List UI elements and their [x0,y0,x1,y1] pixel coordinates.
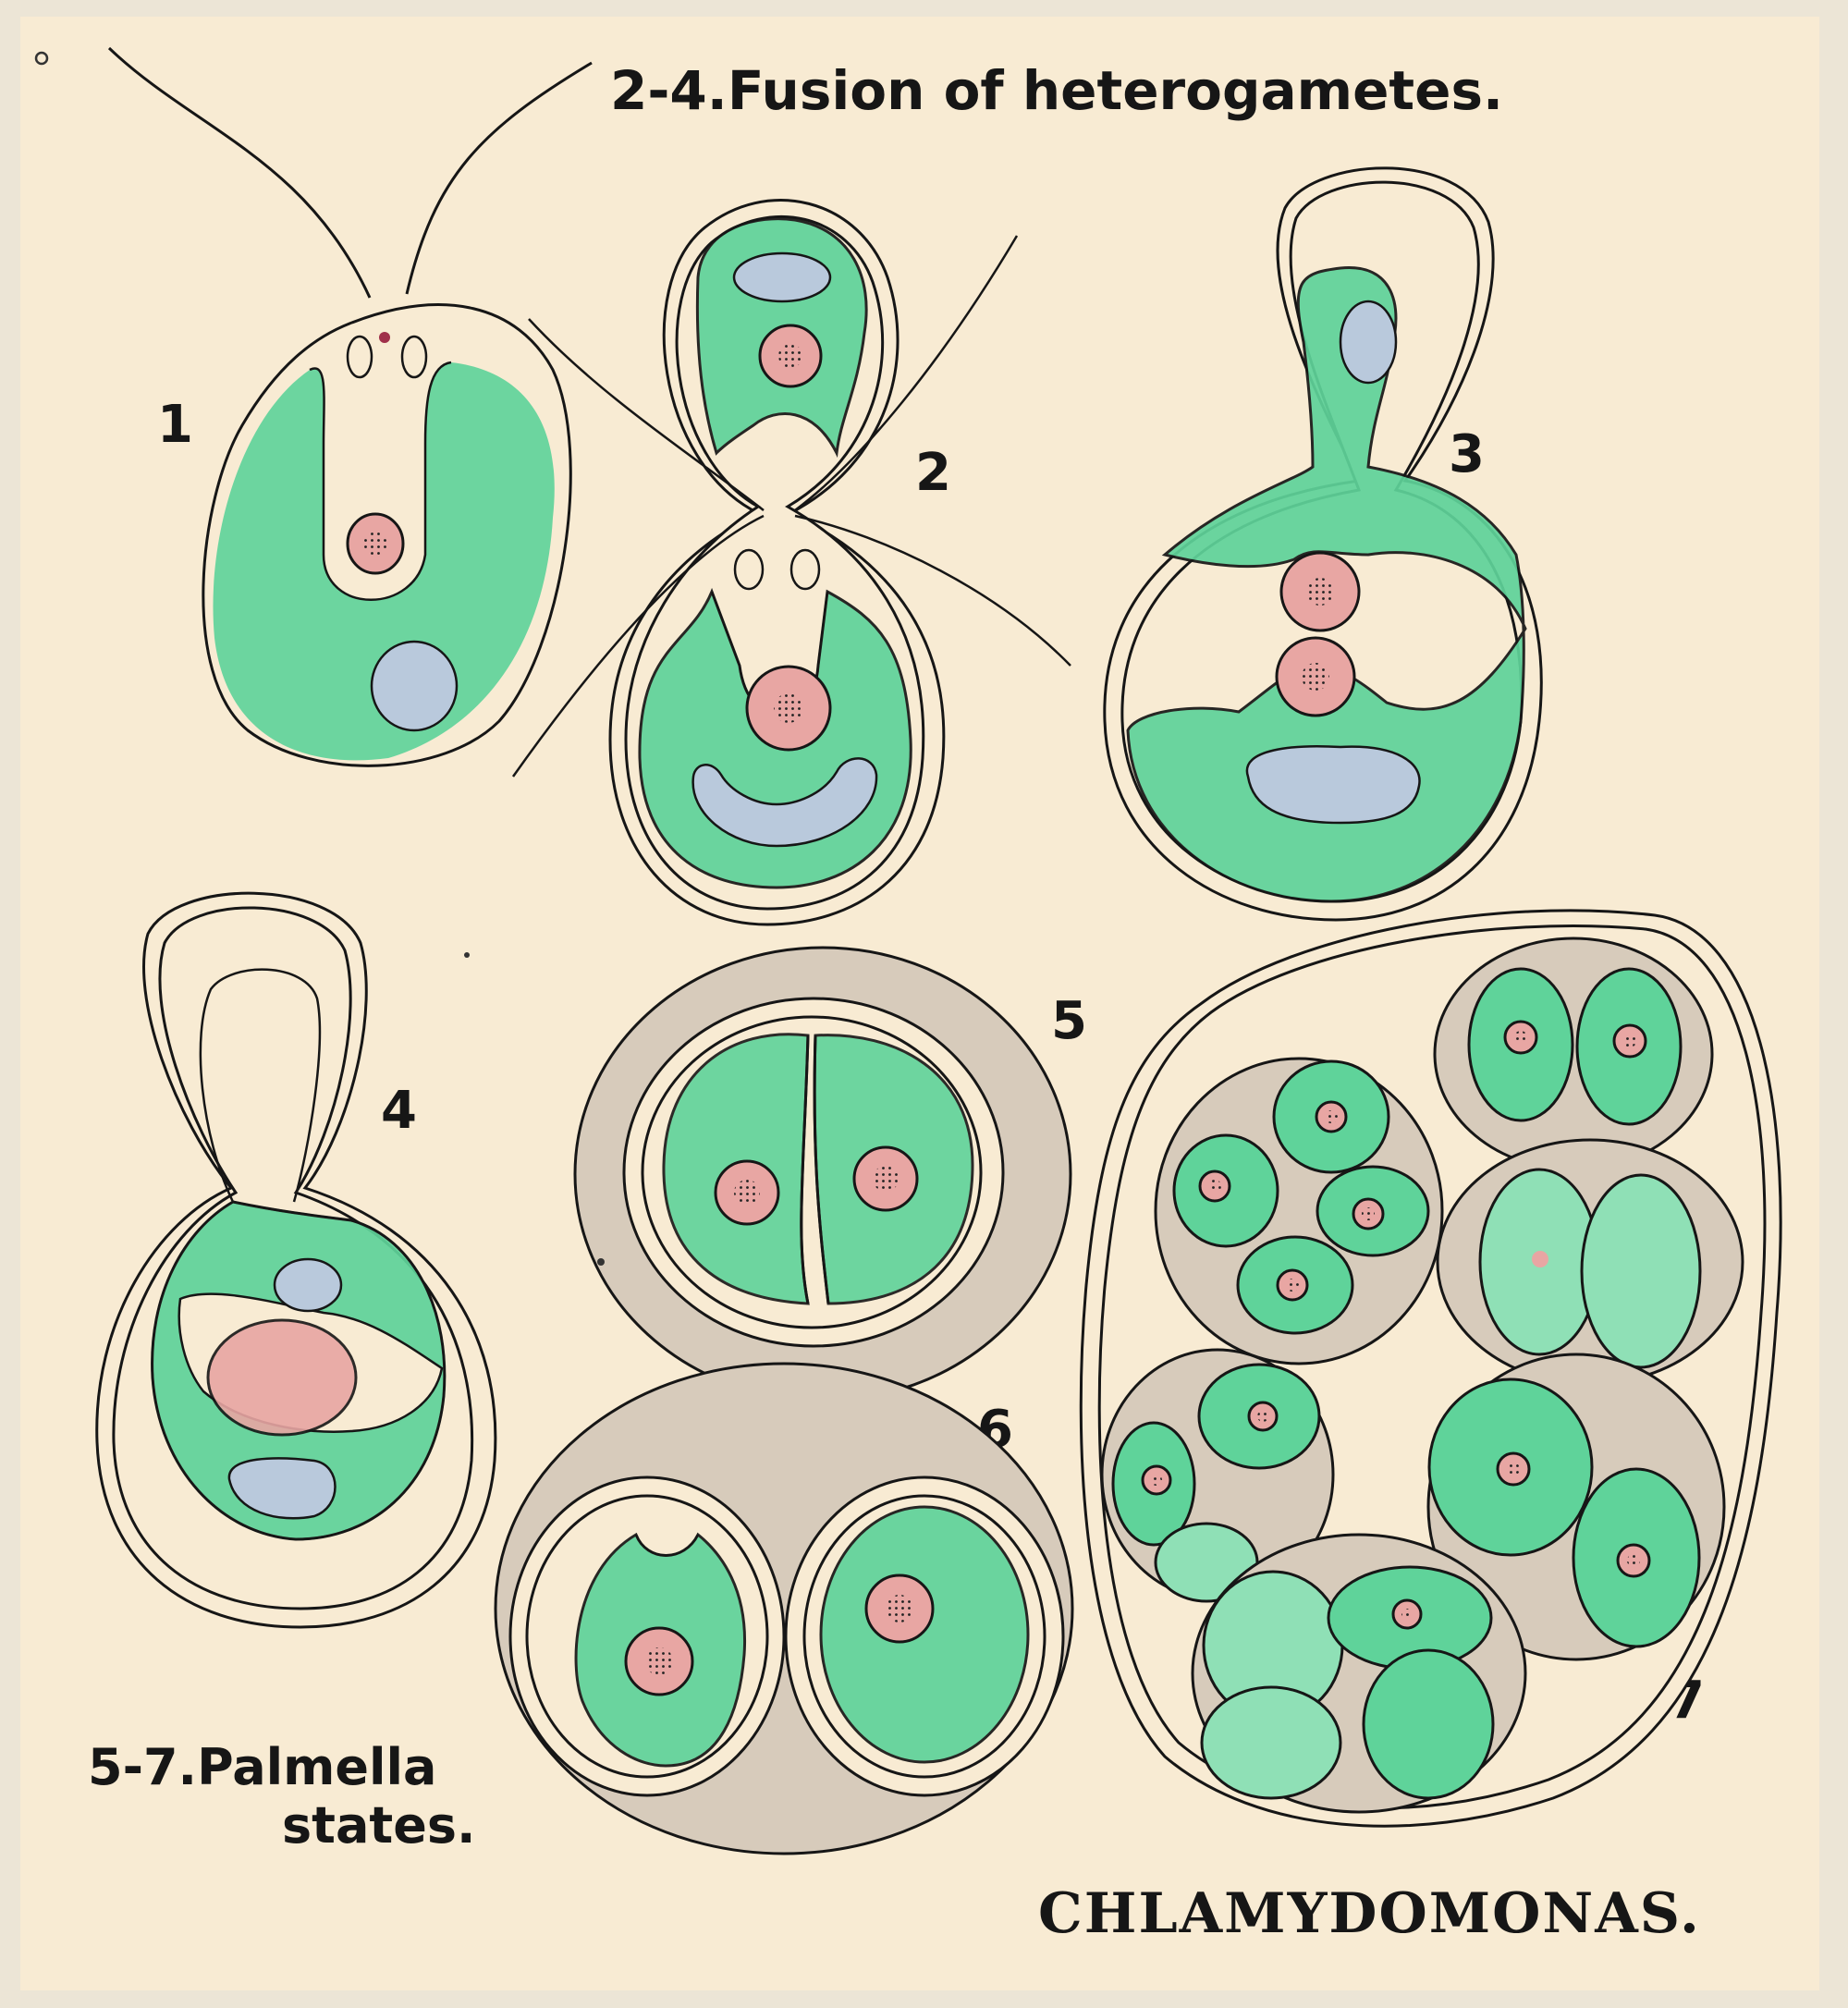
figure-7-subgroup-top-pair [1433,937,1714,1171]
figure-6-palmella [494,1362,1074,1855]
figure-4-zygote [95,891,497,1629]
figure-2-cup-pyrenoid [691,757,878,848]
figure-6-cell-right [819,1505,1030,1764]
figure-label-2: 2 [915,443,951,503]
ink-speck [597,1258,605,1266]
figure-7-subgroup-lower-right-pair [1426,1353,1726,1661]
figure-1-chloroplast [213,362,555,761]
ink-speck [34,51,49,66]
figure-7-subgroup-left-pair [1100,1348,1335,1603]
figure-1-eyespot [379,332,390,343]
figure-7-subgroup-four [1154,1057,1444,1365]
figure-label-3: 3 [1449,424,1485,484]
figure-7-palmella-colony [1079,909,1782,1828]
figure-label-1: 1 [157,395,193,455]
figure-7-subgroup-middle-pair [1436,1138,1744,1386]
figure-label-5: 5 [1051,991,1087,1051]
figure-2-fusing-gametes [511,199,1071,926]
diagram-title: CHLAMYDOMONAS. [1038,1881,1701,1946]
figure-1-cell [107,46,593,767]
heading-fusion: 2-4.Fusion of heterogametes. [610,59,1503,122]
figure-5-palmella [573,946,1072,1402]
heading-palmella-line2: states. [282,1796,476,1855]
figure-4-nucleus [206,1318,358,1437]
figure-7-subgroup-bottom [1191,1533,1527,1814]
figure-label-4: 4 [381,1081,417,1141]
heading-palmella-line1: 5-7.Palmella [88,1738,437,1796]
figure-1-pyrenoid [370,640,459,732]
figure-3-fusion [1103,166,1543,922]
ink-speck [464,952,470,958]
